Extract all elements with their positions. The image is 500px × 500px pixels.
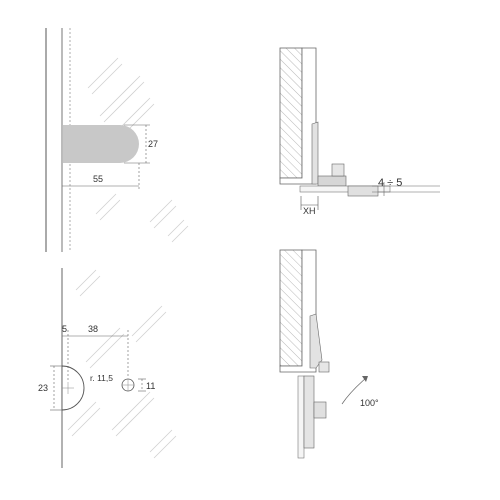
wall-section-hatched bbox=[279, 47, 303, 179]
wall-section-hatched-open bbox=[279, 249, 303, 367]
open-hinge-section: 100° bbox=[279, 249, 379, 459]
hinge-body-open bbox=[309, 313, 323, 369]
gap-dimension bbox=[372, 182, 440, 196]
glass-reflection-marks-bottom bbox=[67, 269, 177, 459]
closed-hinge-section: 4 ÷ 5 XH bbox=[279, 47, 440, 216]
hinge-knuckle bbox=[331, 163, 345, 177]
spacing-38-label: 38 bbox=[88, 324, 98, 334]
clamp-cutout-shape bbox=[63, 125, 139, 163]
height-23-label: 23 bbox=[38, 383, 48, 393]
xh-label: XH bbox=[303, 206, 316, 216]
glass-clamp bbox=[347, 185, 379, 197]
opening-arc bbox=[341, 377, 367, 405]
glass-reflection-marks bbox=[87, 57, 189, 243]
hole-dimension bbox=[138, 378, 146, 392]
glass-panel-closed bbox=[299, 185, 391, 193]
height-27-label: 27 bbox=[148, 139, 158, 149]
hole-11-label: 11 bbox=[146, 381, 155, 391]
opening-arrow-icon bbox=[362, 376, 368, 382]
gap-4-5-label: 4 ÷ 5 bbox=[378, 177, 402, 189]
radius-label: r. 11,5 bbox=[90, 373, 113, 383]
hinge-knuckle-open bbox=[318, 361, 330, 373]
width-dimension bbox=[62, 163, 140, 190]
hinge-body bbox=[311, 121, 319, 185]
xh-dimension bbox=[300, 196, 319, 210]
glass-cutout-view: 27 55 bbox=[45, 28, 189, 252]
glass-panel-open bbox=[297, 375, 305, 459]
hinge-plate bbox=[317, 175, 347, 187]
spacing-dimension bbox=[62, 330, 129, 380]
height-dimension bbox=[124, 124, 150, 164]
wall-frame-outline-open bbox=[279, 249, 317, 373]
glass-hole-view: 5 38 23 r. 11,5 11 bbox=[38, 268, 177, 468]
notch-height-dimension bbox=[50, 365, 62, 411]
wall-frame-outline bbox=[279, 47, 317, 185]
offset-5-label: 5 bbox=[62, 324, 67, 334]
clamp-cap-open bbox=[313, 401, 327, 419]
glass-clamp-open bbox=[303, 375, 315, 449]
angle-100-label: 100° bbox=[360, 398, 379, 408]
width-55-label: 55 bbox=[93, 174, 103, 184]
